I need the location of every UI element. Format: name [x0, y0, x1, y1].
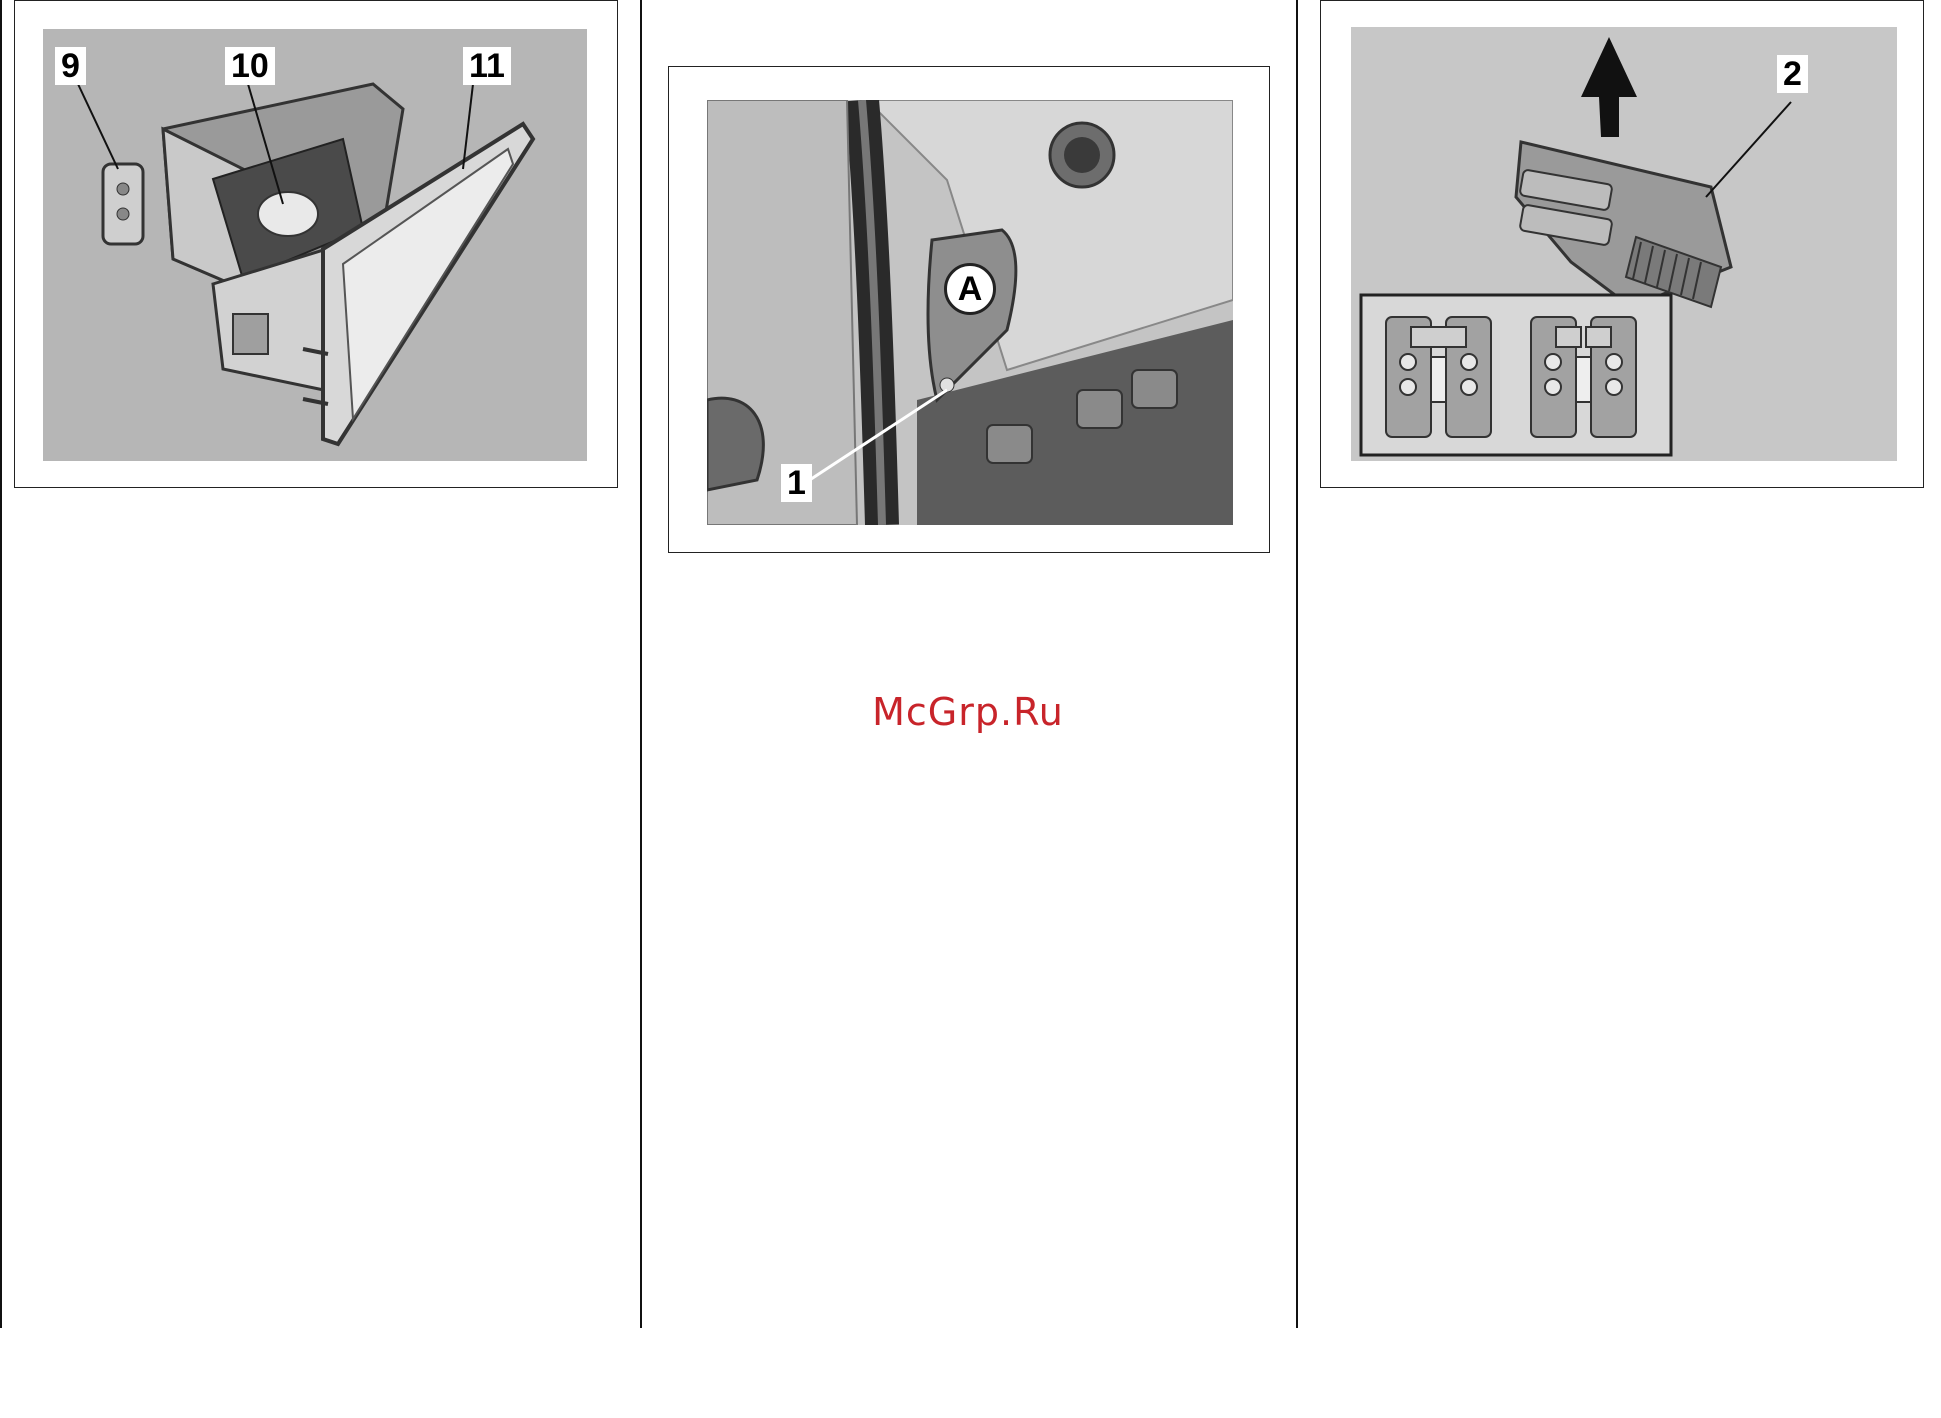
callout-9: 9 — [55, 47, 86, 85]
fuse-puller-drawing — [1351, 27, 1897, 461]
figure-right-frame: 2 — [1320, 0, 1924, 488]
figure-middle-frame: A 1 — [668, 66, 1270, 553]
callout-2: 2 — [1777, 55, 1808, 93]
watermark: McGrp.Ru — [668, 690, 1268, 734]
callout-A: A — [944, 263, 996, 315]
column-divider-1 — [640, 0, 642, 1328]
figure-left-frame: 9 10 11 — [14, 0, 618, 488]
page-border-left — [0, 0, 2, 1328]
callout-10: 10 — [225, 47, 275, 85]
callout-11: 11 — [463, 47, 511, 85]
figure-left-illustration — [43, 29, 587, 461]
figure-right-illustration — [1351, 27, 1897, 461]
callout-1: 1 — [781, 464, 812, 502]
lamp-housing-drawing — [43, 29, 587, 461]
column-divider-2 — [1296, 0, 1298, 1328]
